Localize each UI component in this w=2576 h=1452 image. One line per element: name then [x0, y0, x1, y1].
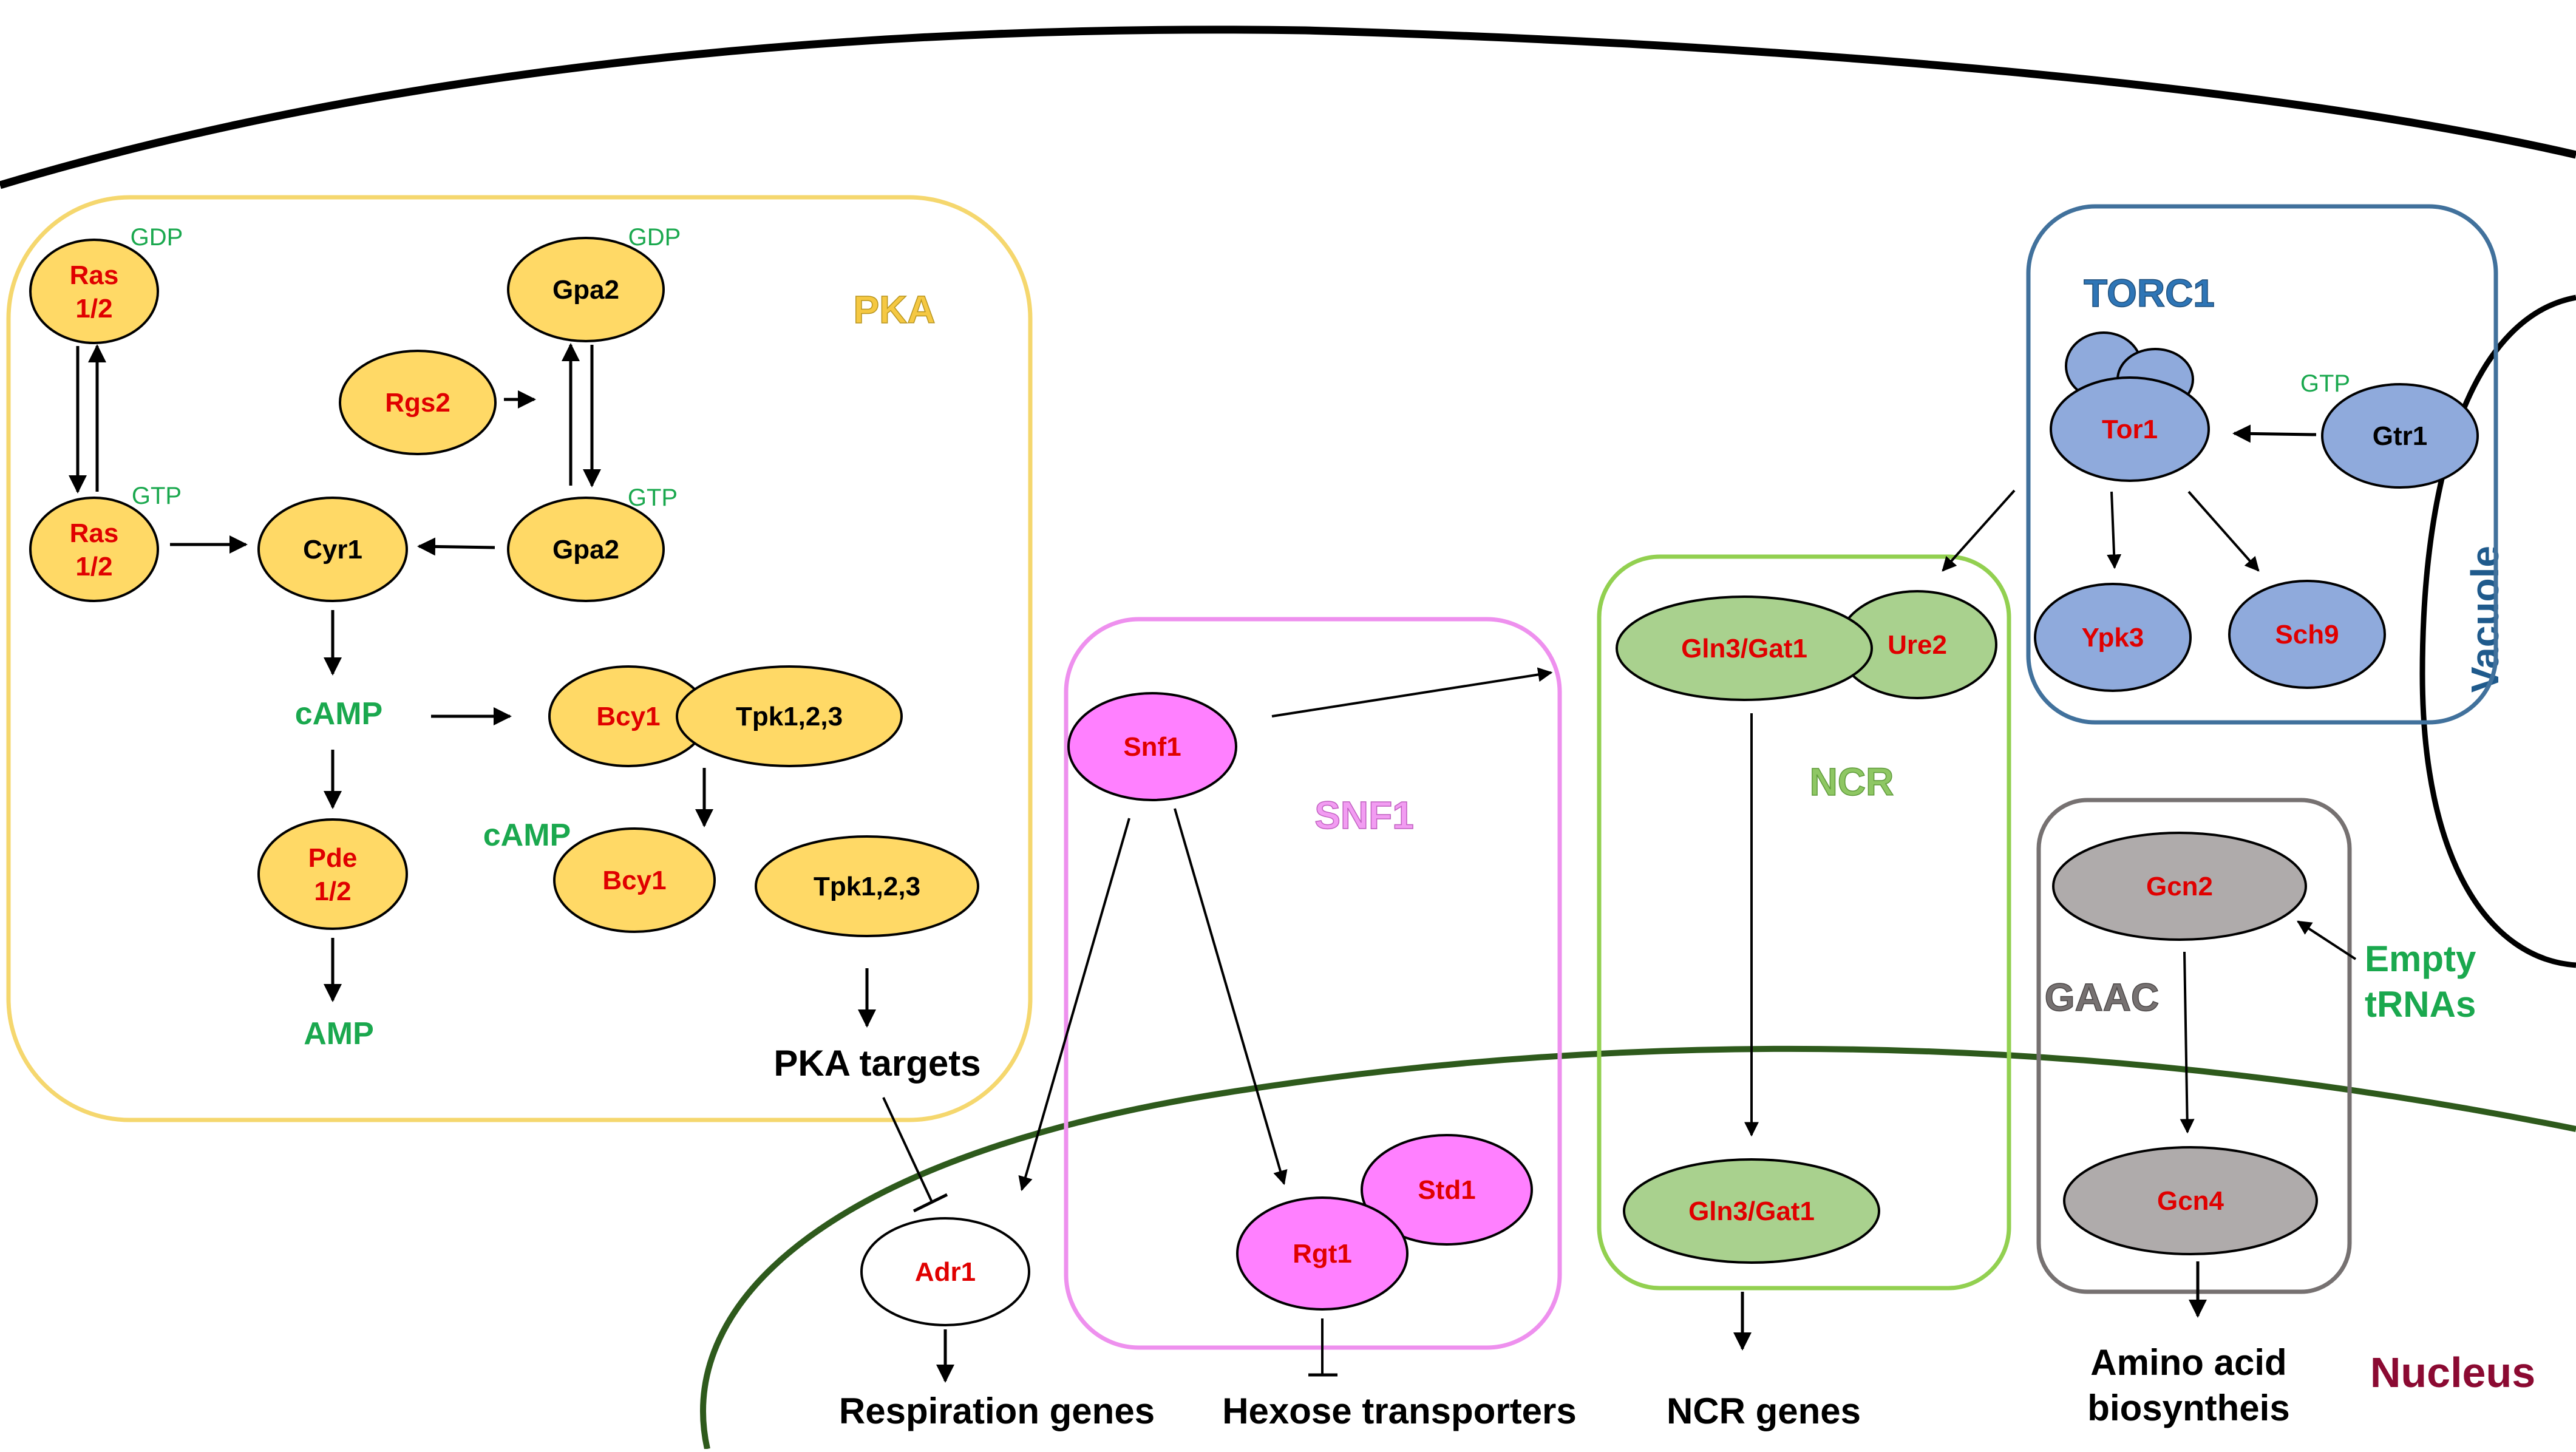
std1-node	[1361, 1134, 1533, 1246]
rgs2-label: Rgs2	[385, 388, 450, 418]
gtr1-label: Gtr1	[2373, 421, 2427, 451]
pde-node	[257, 818, 408, 930]
gtp-ras-label: GTP	[132, 483, 182, 509]
pka-targets-label: PKA targets	[773, 1043, 980, 1084]
gtp-gtr1-label: GTP	[2300, 370, 2350, 397]
ras-gdp-node	[29, 239, 159, 344]
adr1-label: Adr1	[915, 1257, 976, 1287]
nucleus-envelope	[700, 1045, 2576, 1450]
gtp-gpa2-label: GTP	[628, 484, 678, 511]
bcy1-free-label: Bcy1	[602, 866, 666, 895]
respiration-genes-label: Respiration genes	[839, 1391, 1155, 1431]
pka-module-box	[6, 195, 1033, 1122]
std1-label: Std1	[1418, 1175, 1475, 1205]
gcn4-label: Gcn4	[2157, 1186, 2224, 1216]
gcn2-node	[2052, 832, 2307, 941]
gpa2-gdp-node	[507, 237, 665, 342]
arrow-snf1-to-rgt1	[1174, 808, 1288, 1186]
snf1-label: Snf1	[1123, 732, 1181, 762]
hexose-transporters-label: Hexose transporters	[1222, 1391, 1577, 1431]
gpa2-gtp-label: Gpa2	[552, 535, 619, 565]
camp-main-label: cAMP	[295, 696, 382, 731]
amp-label: AMP	[304, 1016, 374, 1051]
cyr1-label: Cyr1	[303, 535, 362, 565]
inhibition-pka-to-adr1-bar	[912, 1193, 948, 1213]
gln3-nuc-node	[1623, 1158, 1880, 1264]
gln3-nuc-label: Gln3/Gat1	[1688, 1196, 1815, 1226]
arrow-gcn2-to-gcn4	[2180, 951, 2195, 1134]
sch9-node	[2228, 580, 2386, 689]
gpa2-gtp-node	[507, 497, 665, 602]
gcn2-label: Gcn2	[2146, 872, 2213, 901]
gdp-ras-label: GDP	[131, 224, 183, 251]
arrow-trnas-to-gcn2	[2296, 920, 2357, 960]
arrow-snf1-to-ncr	[1271, 667, 1553, 718]
rgs2-node	[339, 350, 497, 455]
tpk-free-node	[755, 835, 979, 937]
gdp-gpa2-label: GDP	[628, 224, 681, 251]
arrow-gtr1-to-tor1	[2232, 424, 2317, 443]
rgt1-label: Rgt1	[1293, 1239, 1352, 1269]
gtr1-node	[2321, 383, 2479, 489]
camp-bcy1-label: cAMP	[483, 818, 571, 853]
gaac-module-title: GAAC	[2045, 975, 2159, 1019]
ncr-genes-label: NCR genes	[1667, 1391, 1861, 1431]
bcy1-bound-label: Bcy1	[596, 702, 660, 731]
bcy1-free-node	[553, 827, 716, 933]
arrow-snf1-to-adr1	[1018, 818, 1130, 1192]
gln3-cyto-node	[1616, 595, 1873, 701]
snf1-module-title: SNF1	[1314, 793, 1414, 837]
pka-module-title: PKA	[853, 288, 935, 331]
torc1-module-box	[2026, 204, 2498, 725]
tpk-bound-label: Tpk1,2,3	[736, 702, 843, 731]
gln3-cyto-label: Gln3/Gat1	[1681, 634, 1807, 663]
tpk-free-label: Tpk1,2,3	[814, 872, 920, 901]
cyr1-node	[257, 497, 408, 602]
snf1-node	[1067, 692, 1237, 801]
gaac-module-box	[2036, 798, 2352, 1294]
snf1-module-box	[1064, 617, 1562, 1350]
tpk-bound-node	[676, 665, 903, 767]
tor1-label: Tor1	[2102, 415, 2158, 444]
ypk3-node	[2034, 583, 2192, 692]
gpa2-gdp-label: Gpa2	[552, 275, 619, 305]
inhibition-pka-to-adr1	[882, 1097, 933, 1203]
ure2-label: Ure2	[1888, 630, 1947, 660]
ras-gtp-node	[29, 497, 159, 602]
arrow-tor1-to-ypk3	[2107, 491, 2122, 569]
adr1-node	[860, 1217, 1030, 1326]
nucleus-label: Nucleus	[2370, 1349, 2535, 1396]
ncr-module-title: NCR	[1810, 760, 1894, 804]
ncr-module-box	[1597, 554, 2011, 1291]
ypk3-label: Ypk3	[2082, 623, 2144, 653]
arrow-tor1-to-sch9	[2187, 490, 2260, 572]
vacuole-label: Vacuole	[2463, 546, 2507, 693]
gcn4-node	[2063, 1146, 2318, 1255]
sch9-label: Sch9	[2275, 620, 2339, 650]
arrow-gpa2-to-cyr1	[417, 537, 495, 556]
torc1-module-title: TORC1	[2084, 271, 2215, 315]
rgt1-node	[1236, 1196, 1409, 1311]
cell-membrane	[0, 25, 2576, 189]
arrow-torc1-to-ncr	[1942, 489, 2016, 572]
tor1-node	[2050, 376, 2210, 482]
